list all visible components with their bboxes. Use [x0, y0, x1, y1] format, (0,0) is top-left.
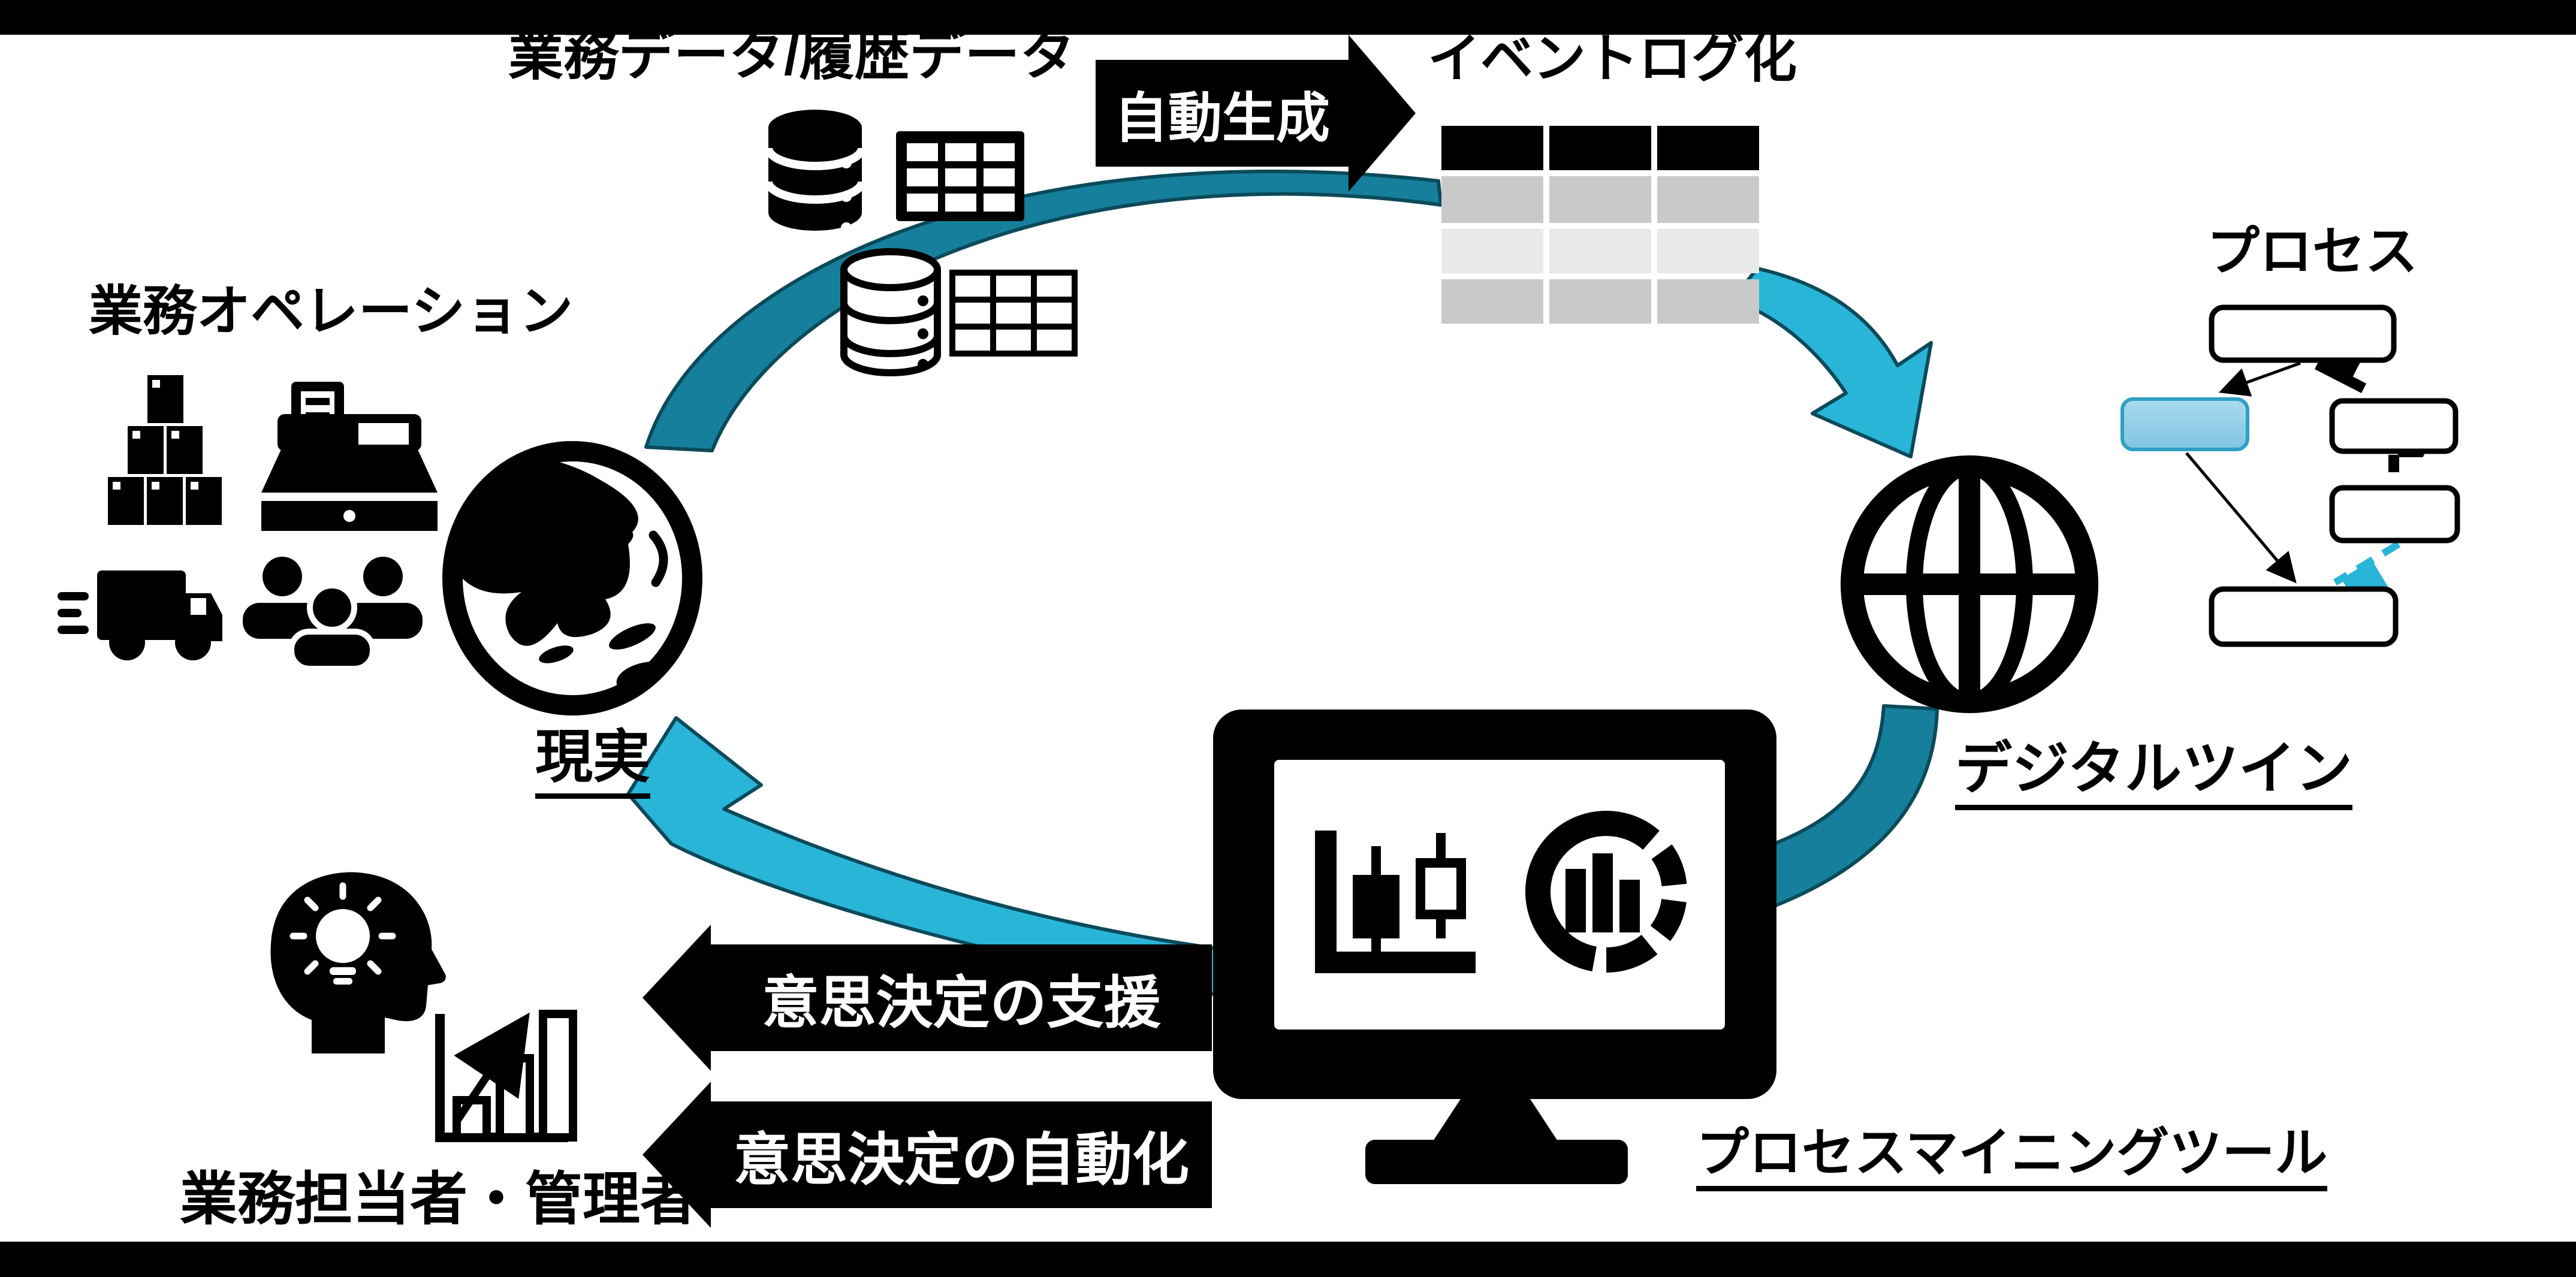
flow-node-highlight	[2120, 397, 2249, 451]
business-data-title: 業務データ/履歴データ	[508, 25, 1075, 86]
candlestick-chart-icon	[1315, 831, 1476, 973]
cash-register-icon	[261, 382, 438, 531]
business-operation-title: 業務オペレーション	[89, 282, 574, 342]
cycle-arc-up	[644, 170, 1443, 452]
auto-generate-arrow: 自動生成	[1096, 35, 1416, 192]
earth-icon	[442, 441, 702, 716]
globe-wireframe-icon	[1841, 455, 2098, 713]
top-frame-bar	[0, 0, 2576, 35]
cycle-arc-to-tool	[1766, 704, 1939, 910]
decision-support-label: 意思決定の支援	[762, 971, 1161, 1035]
bar-chart-growth-icon	[435, 1010, 577, 1142]
flow-node-right2	[2329, 485, 2460, 544]
bottom-frame-bar	[0, 1242, 2576, 1277]
event-log-title: イベントログ化	[1428, 29, 1797, 88]
event-log-table	[1441, 126, 1759, 324]
decision-automation-arrow: 意思決定の自動化	[643, 1082, 1212, 1228]
database-outline-icon	[840, 248, 941, 376]
process-flowchart	[2120, 304, 2460, 647]
monitor-icon	[1213, 710, 1776, 1184]
reality-label: 現実	[535, 726, 650, 799]
boxes-icon	[108, 375, 222, 525]
database-icon	[764, 110, 866, 233]
people-icon	[243, 557, 423, 672]
donut-chart-icon	[1525, 811, 1687, 973]
truck-icon	[58, 570, 222, 660]
process-title: プロセス	[2207, 222, 2418, 281]
table-grid-outline-icon	[949, 270, 1078, 357]
digital-twin-label: デジタルツイン	[1955, 738, 2353, 810]
flow-node-bottom	[2209, 586, 2399, 647]
head-idea-icon	[270, 872, 446, 1053]
decision-support-arrow: 意思決定の支援	[643, 925, 1212, 1071]
flow-node-right1	[2329, 398, 2459, 454]
flow-node-top	[2209, 304, 2397, 363]
workers-label: 業務担当者・管理者	[180, 1167, 698, 1231]
auto-generate-label: 自動生成	[1114, 89, 1330, 149]
cycle-arc-to-twin	[1730, 267, 1933, 458]
process-mining-tool-label: プロセスマイニングツール	[1696, 1124, 2328, 1192]
table-grid-icon	[896, 131, 1024, 221]
decision-automation-label: 意思決定の自動化	[733, 1128, 1189, 1192]
